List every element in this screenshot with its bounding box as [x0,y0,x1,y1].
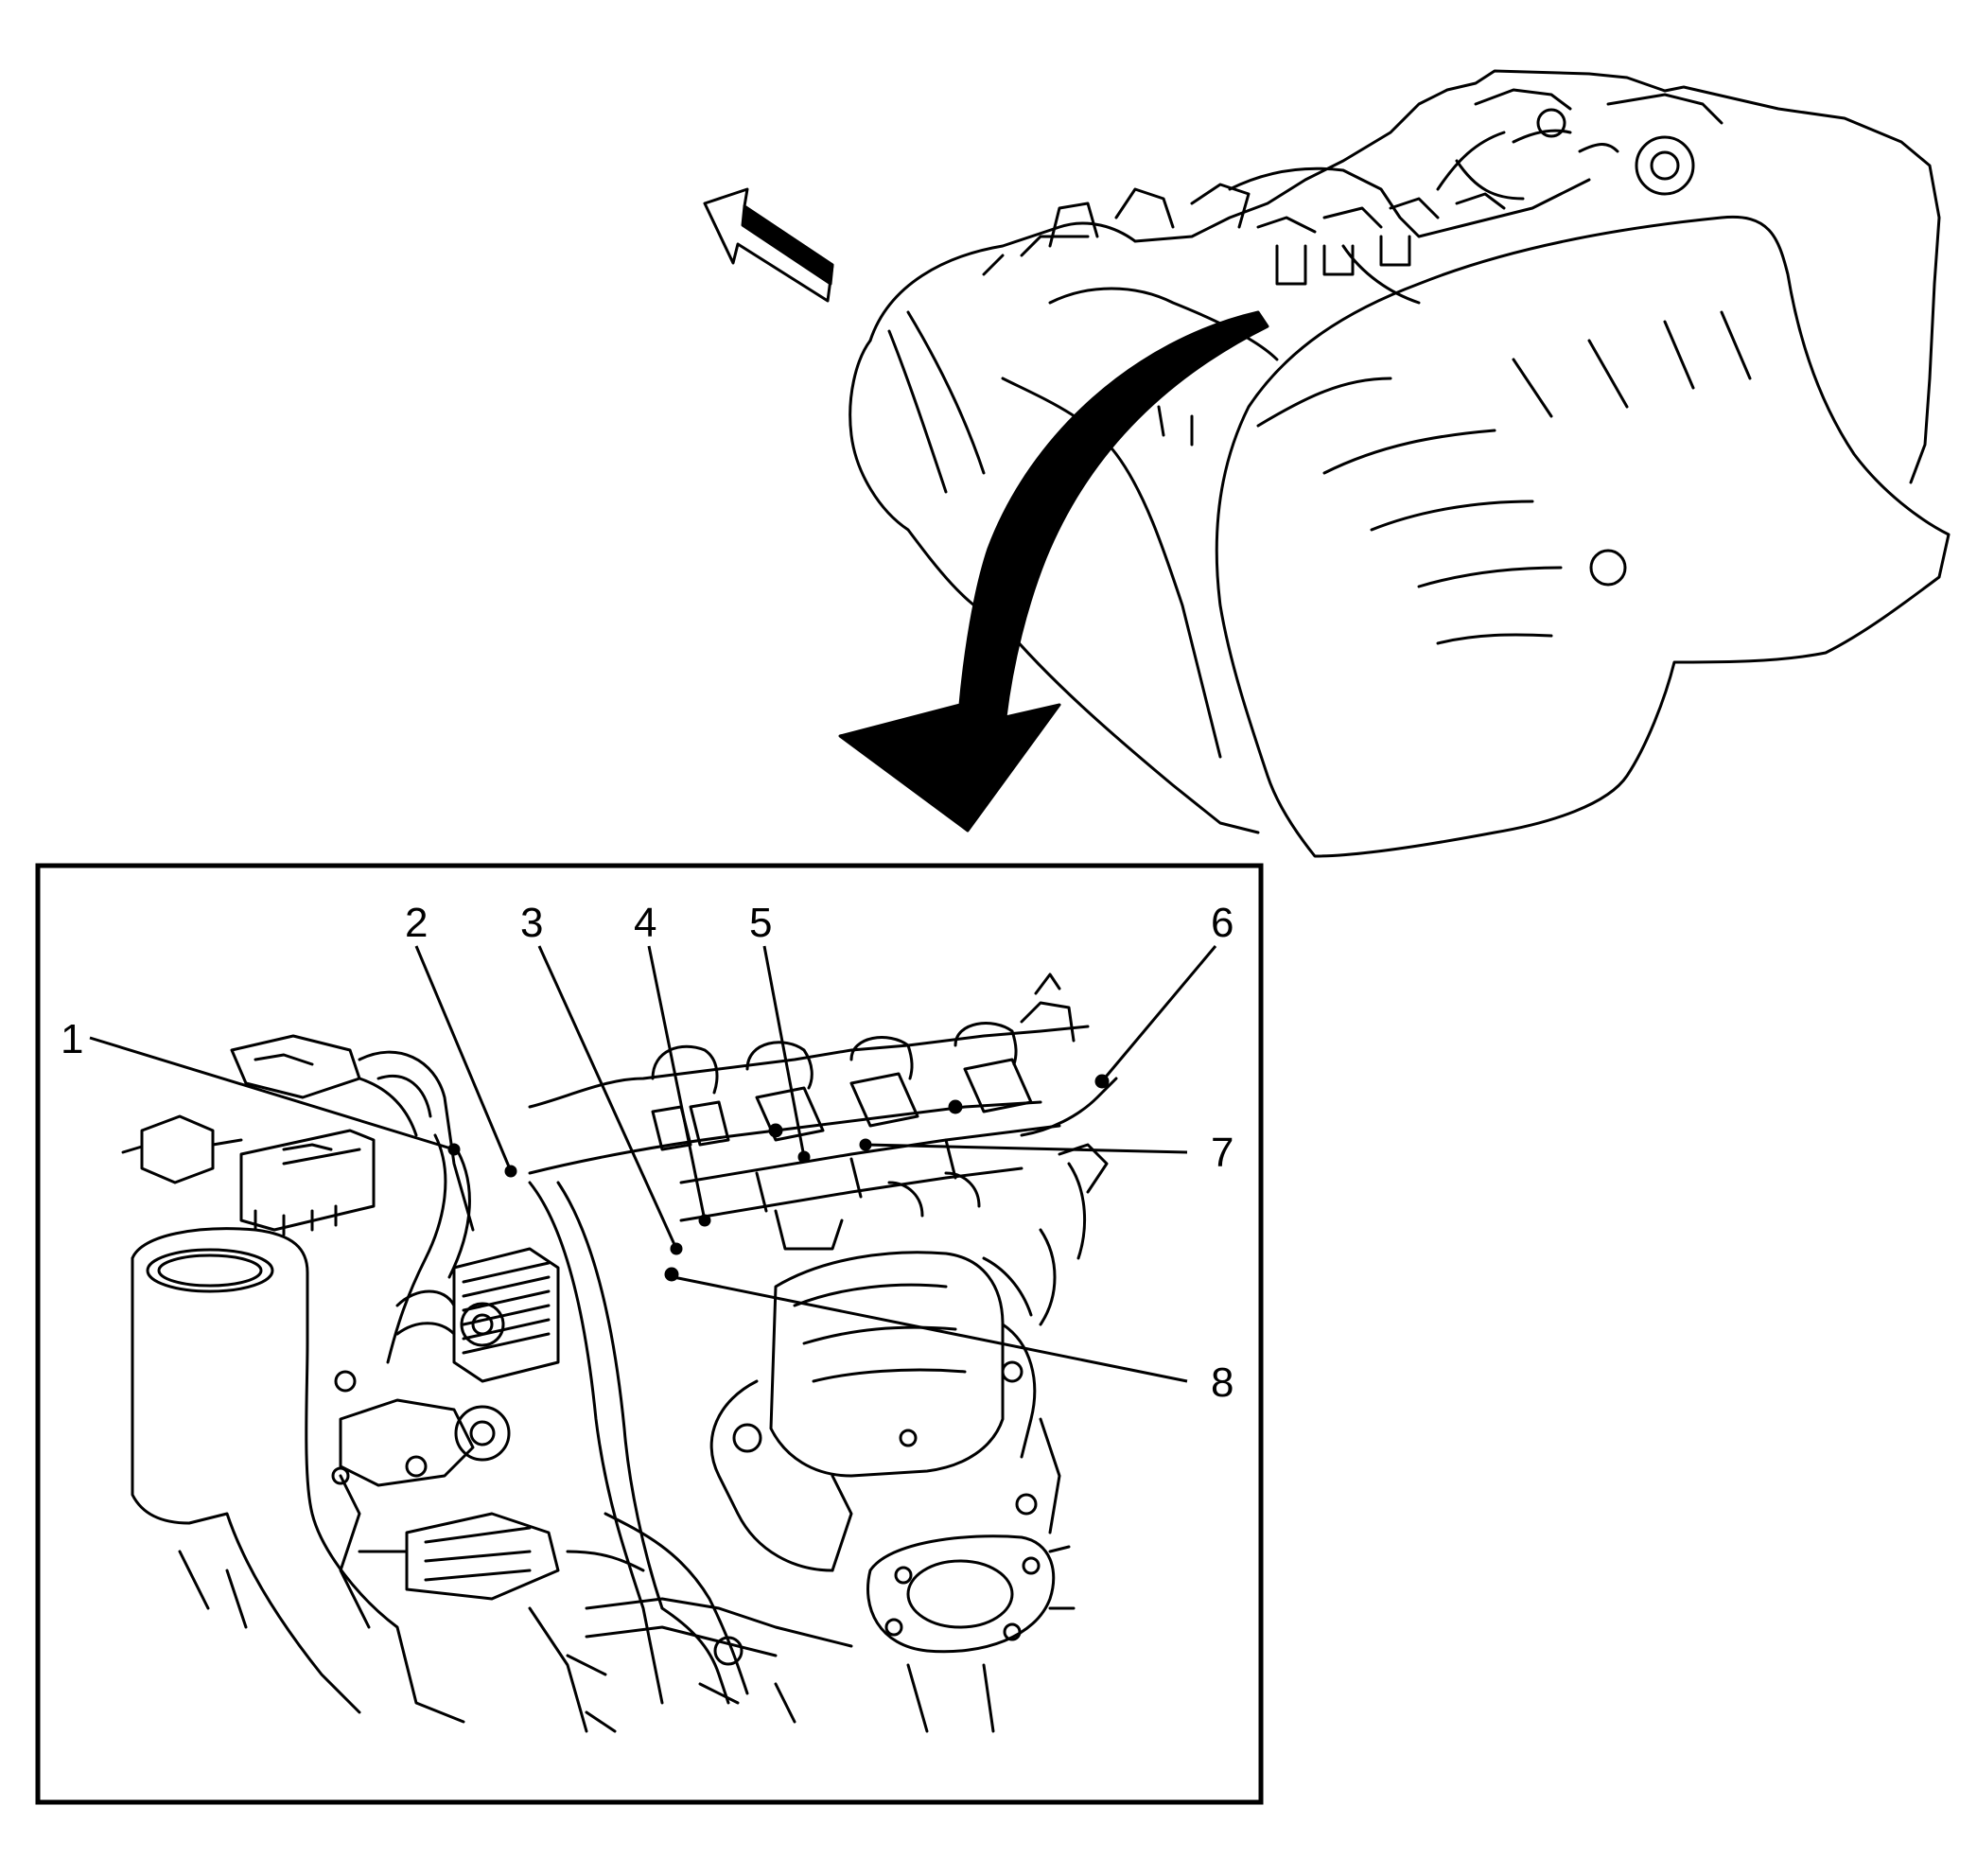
engine-detail-drawing [121,973,1118,1733]
zoom-arrow-icon [838,310,1269,833]
leader-line-5 [762,945,806,1158]
callout-2: 2 [405,900,428,946]
callout-6: 6 [1211,900,1233,946]
leader-line-6 [1100,945,1217,1082]
leader-line-1 [89,1036,455,1151]
callout-8: 8 [1211,1359,1233,1406]
front-direction-arrow-icon [703,187,834,303]
leader-line-2 [414,945,513,1172]
leader-line-3 [537,945,678,1250]
detail-inset: 1 2 3 4 5 6 7 8 [35,863,1264,1805]
leader-line-8 [673,1275,1188,1383]
callout-1: 1 [61,1016,83,1062]
callout-5: 5 [749,900,772,946]
callout-7: 7 [1211,1130,1233,1176]
leader-line-4 [647,945,707,1221]
callout-4: 4 [634,900,656,946]
callout-labels: 1 2 3 4 5 6 7 8 [61,900,1233,1406]
leader-line-7 [865,1143,1188,1154]
leader-lines [89,945,1217,1383]
callout-3: 3 [520,900,543,946]
vehicle-overview [849,69,1951,858]
